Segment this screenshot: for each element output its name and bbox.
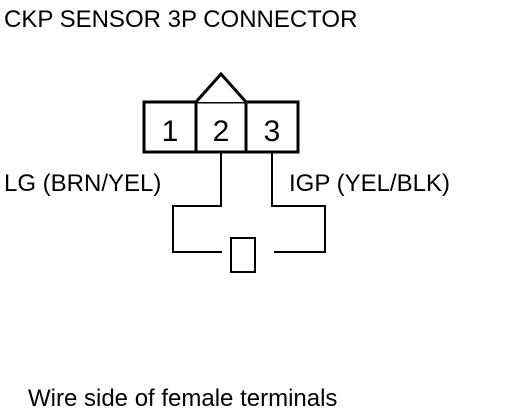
wire-label-right: IGP (YEL/BLK) (289, 170, 450, 197)
diagram-title: CKP SENSOR 3P CONNECTOR (4, 6, 357, 33)
sensor-symbol (230, 237, 256, 273)
diagram-caption: Wire side of female terminals (28, 385, 337, 412)
pin-1-label: 1 (162, 115, 179, 148)
connector-latch (194, 71, 248, 103)
pin-2-label: 2 (213, 115, 230, 148)
wire-label-left: LG (BRN/YEL) (4, 170, 161, 197)
wire-harness (172, 152, 326, 273)
wire-lg (172, 152, 222, 253)
connector-housing: 1 2 3 (142, 71, 300, 154)
wire-igp (271, 152, 326, 253)
pin-3-label: 3 (264, 115, 281, 148)
